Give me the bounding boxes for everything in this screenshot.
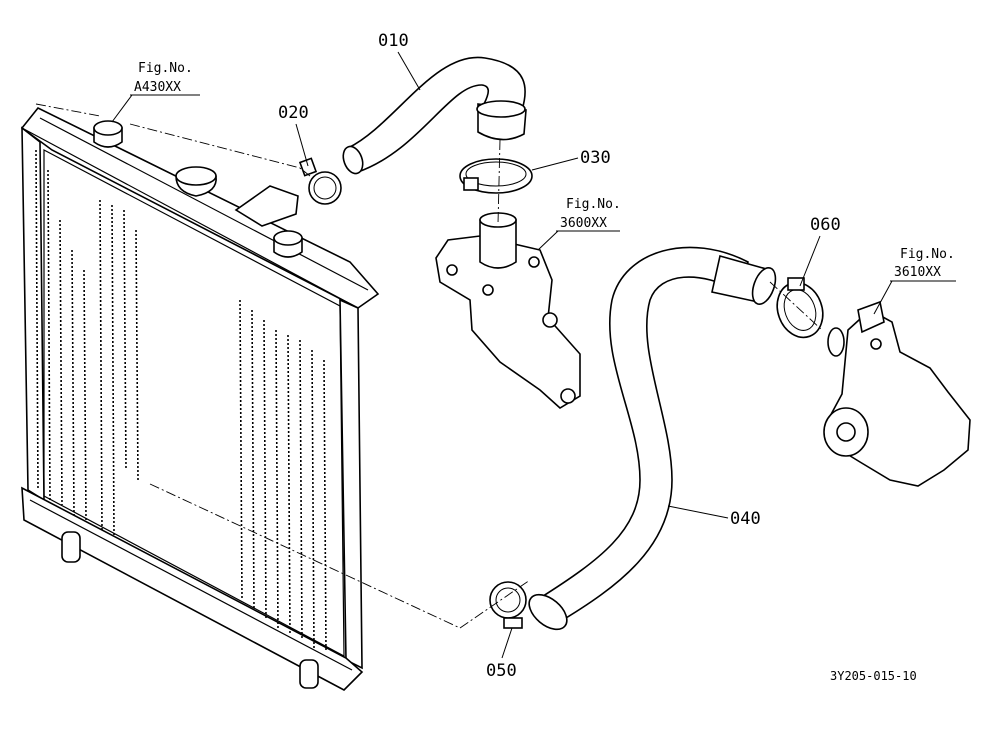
figure-ref-prefix: Fig.No. xyxy=(566,197,621,212)
figure-ref-3600: Fig.No. 3600XX xyxy=(537,197,621,251)
callout-010: 010 xyxy=(378,31,421,91)
callout-030: 030 xyxy=(531,148,611,171)
hose-clamp-030 xyxy=(459,158,533,194)
callout-label: 020 xyxy=(278,103,309,123)
upper-hose xyxy=(342,56,527,175)
figure-ref-number: 3610XX xyxy=(894,265,941,280)
callout-020: 020 xyxy=(278,103,309,167)
figure-ref-a430: Fig.No. A430XX xyxy=(111,61,200,123)
water-pump xyxy=(823,300,971,487)
thermostat-housing xyxy=(435,212,581,409)
callout-label: 060 xyxy=(810,215,841,235)
radiator-fins xyxy=(35,149,327,653)
callout-label: 010 xyxy=(378,31,409,51)
drawing-code: 3Y205-015-10 xyxy=(830,669,917,683)
figure-ref-prefix: Fig.No. xyxy=(900,247,955,262)
alignment-lines xyxy=(35,103,823,629)
callout-060: 060 xyxy=(799,215,841,287)
figure-ref-number: A430XX xyxy=(134,80,181,95)
hose-clamp-050 xyxy=(489,581,527,629)
radiator xyxy=(20,106,380,691)
callout-050: 050 xyxy=(486,627,517,681)
figure-ref-3610: Fig.No. 3610XX xyxy=(873,247,956,315)
lower-hose xyxy=(528,246,777,631)
callout-040: 040 xyxy=(667,505,761,529)
figure-ref-number: 3600XX xyxy=(560,216,607,231)
callout-label: 040 xyxy=(730,509,761,529)
hose-clamp-020 xyxy=(298,157,342,205)
callout-label: 050 xyxy=(486,661,517,681)
callout-label: 030 xyxy=(580,148,611,168)
figure-ref-prefix: Fig.No. xyxy=(138,61,193,76)
